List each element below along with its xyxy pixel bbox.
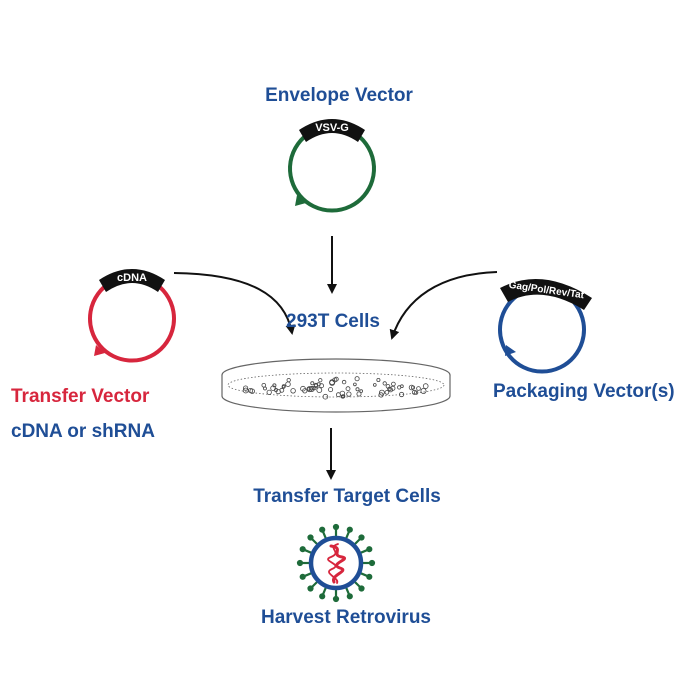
cell: [378, 389, 385, 396]
cell: [310, 381, 315, 386]
virus-spike-tip: [296, 559, 304, 567]
cell: [376, 377, 381, 382]
cell: [420, 387, 427, 394]
cell: [281, 385, 286, 389]
virus-spike-tip: [358, 585, 365, 592]
cell: [378, 392, 384, 398]
cell: [356, 391, 362, 397]
cell: [353, 382, 357, 387]
cell: [346, 391, 352, 397]
virus-spike-tip: [299, 546, 306, 553]
transfer-insert-label: cDNA or shRNA: [11, 421, 155, 442]
transfer-tag: cDNA: [117, 272, 147, 284]
cell: [372, 383, 377, 387]
virus-spike-tip: [366, 546, 373, 553]
cell: [340, 394, 345, 399]
cell: [266, 389, 272, 395]
retrovirus-icon: [296, 523, 376, 603]
virus-spike-tip: [368, 559, 376, 567]
petri-dish-icon: [221, 358, 451, 413]
cells-293t-label: 293T Cells: [286, 311, 380, 332]
packaging-plasmid-icon: Gag/Pol/Rev/Tat: [498, 279, 592, 374]
envelope-vector-label: Envelope Vector: [265, 85, 413, 106]
cell: [391, 381, 396, 387]
cell: [398, 391, 405, 398]
virus-spike-tip: [366, 573, 373, 580]
envelope-plasmid-icon: VSV-G: [288, 119, 376, 213]
cell: [410, 385, 415, 390]
cell: [408, 384, 415, 391]
transfer-vector-label: Transfer Vector: [11, 386, 150, 407]
virus-spike-tip: [332, 523, 340, 531]
cell: [243, 385, 249, 391]
packaging-vector-label: Packaging Vector(s): [493, 381, 675, 402]
virus-spike-tip: [307, 534, 314, 541]
cell: [359, 389, 364, 393]
cell: [275, 388, 281, 395]
cell: [355, 387, 360, 392]
cell: [286, 377, 291, 383]
cell: [249, 388, 255, 394]
cell: [354, 376, 360, 382]
cell: [341, 379, 347, 385]
cell: [382, 381, 387, 386]
transfer-plasmid-icon: cDNA: [88, 269, 176, 363]
cell: [306, 386, 313, 393]
cell: [414, 390, 419, 395]
virus-spike-tip: [319, 526, 326, 533]
cell: [339, 390, 346, 397]
cell: [322, 393, 329, 400]
harvest-label: Harvest Retrovirus: [261, 607, 431, 628]
cell: [388, 387, 394, 393]
transfer-target-label: Transfer Target Cells: [253, 486, 441, 507]
virus-spike-tip: [299, 573, 306, 580]
virus-spike-tip: [319, 593, 326, 600]
cell: [411, 389, 417, 395]
virus-spike-tip: [307, 585, 314, 592]
cell: [345, 386, 351, 392]
cell: [261, 382, 267, 388]
cell: [416, 386, 421, 391]
cell: [333, 376, 339, 382]
cell: [384, 390, 390, 395]
cell: [329, 379, 336, 386]
cell: [302, 388, 308, 394]
virus-spike-tip: [332, 595, 340, 603]
cell: [272, 383, 277, 388]
cell: [242, 387, 249, 394]
arrow-packaging-to-cells: [389, 271, 498, 340]
cell: [308, 385, 315, 392]
cell: [318, 378, 323, 383]
envelope-tag: VSV-G: [315, 122, 349, 134]
virus-spike-tip: [346, 593, 353, 600]
cell: [290, 388, 296, 394]
cell: [328, 387, 334, 393]
cell: [316, 382, 321, 387]
virus-spike-tip: [358, 534, 365, 541]
cell: [400, 384, 404, 389]
cell: [316, 387, 323, 394]
cell: [422, 383, 429, 389]
virus-spike-tip: [346, 526, 353, 533]
arrow-transfer-to-cells: [173, 272, 296, 335]
